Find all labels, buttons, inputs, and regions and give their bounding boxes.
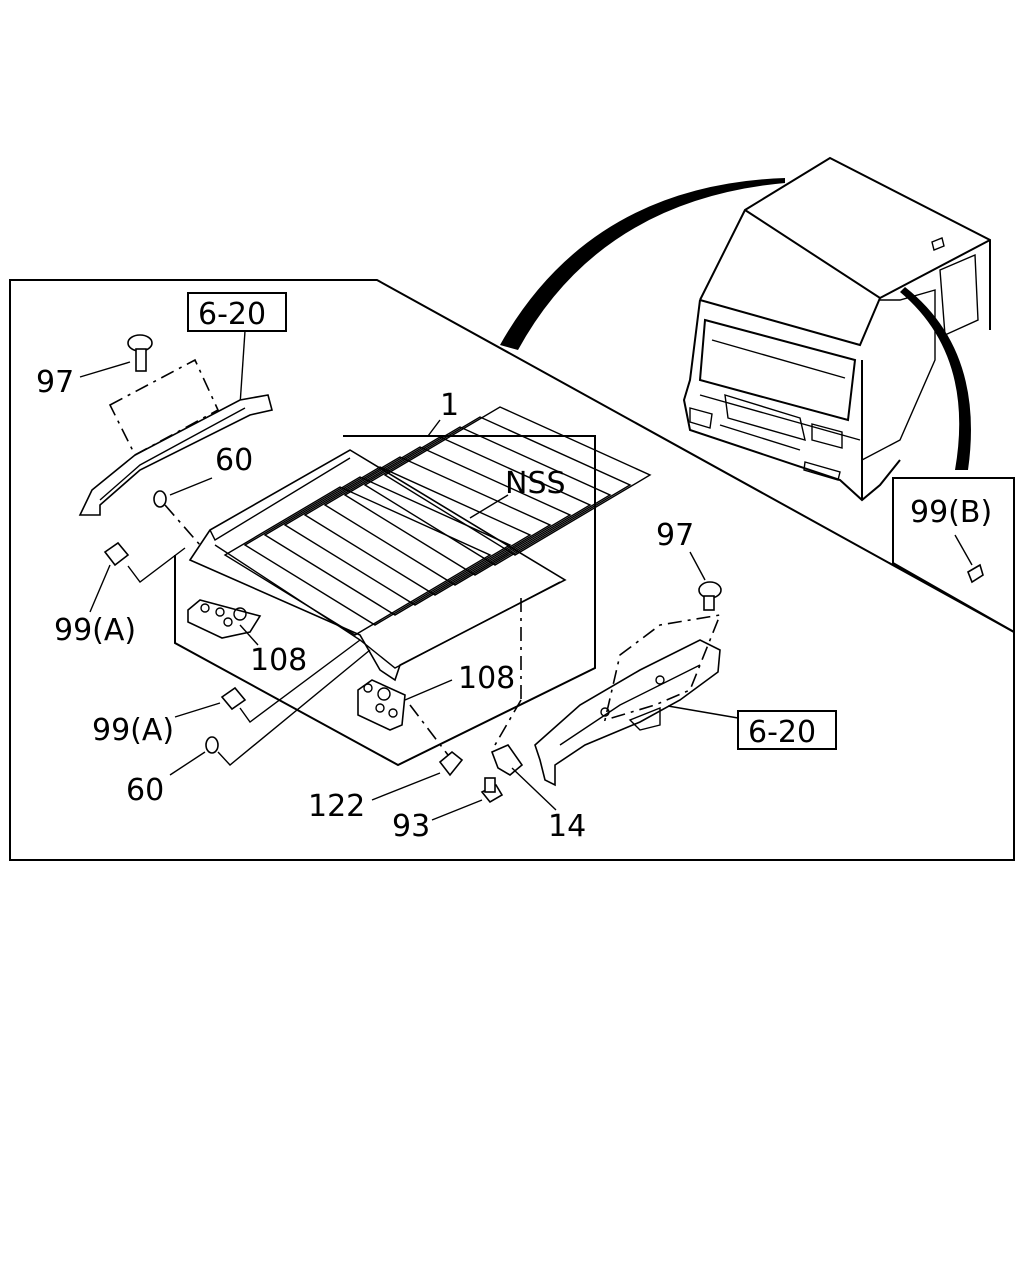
cap-60-upper-icon [153,490,167,508]
roof-panel-outline [174,435,596,767]
clip-14-icon [490,744,524,776]
label-93: 93 [392,809,430,844]
label-108-right: 108 [458,661,515,696]
roof-rib [283,456,552,606]
side-rail-right [534,613,722,787]
cap-60-lower-icon [205,736,219,754]
nut-99a-lower-icon [220,686,247,711]
bolt-93-icon [480,777,504,804]
label-14: 14 [548,809,586,844]
bracket-108-left-icon [187,599,262,639]
main-frame [9,279,1015,861]
label-nss: NSS [505,466,566,501]
label-99a-upper: 99(A) [54,613,136,648]
roof-rib [383,406,652,556]
ref-box-top-label: 6-20 [198,297,266,332]
nut-99b-icon [967,563,984,584]
label-122: 122 [308,789,365,824]
side-rail-left [78,358,273,516]
label-99a-lower: 99(A) [92,713,174,748]
label-97-left: 97 [36,365,74,400]
roof-rib [363,416,632,566]
ref-box-right-label: 6-20 [748,715,816,750]
label-97-right: 97 [656,518,694,553]
roof-rib [323,436,592,586]
ref-box-top [187,292,287,332]
ref-box-right [737,710,837,750]
label-60-lower: 60 [126,773,164,808]
nut-99a-upper-icon [103,541,130,567]
pad-122-icon [438,750,464,777]
roof-rib [243,476,512,626]
label-1: 1 [440,388,459,423]
roof-rib [303,446,572,596]
arrow-curve-right [900,287,971,470]
label-108-left: 108 [250,643,307,678]
bolt-97-right-icon [698,581,722,611]
inset-label-99b: 99(B) [910,495,992,530]
inset-box-99b [892,477,1015,634]
cab-illustration [682,156,991,502]
bolt-97-left-icon [127,334,153,372]
arrow-curve-upper [500,178,785,350]
roof-panel [188,449,567,682]
label-60-upper: 60 [215,443,253,478]
roof-rib [343,426,612,576]
roof-rib [223,486,492,636]
roof-rib [263,466,532,616]
